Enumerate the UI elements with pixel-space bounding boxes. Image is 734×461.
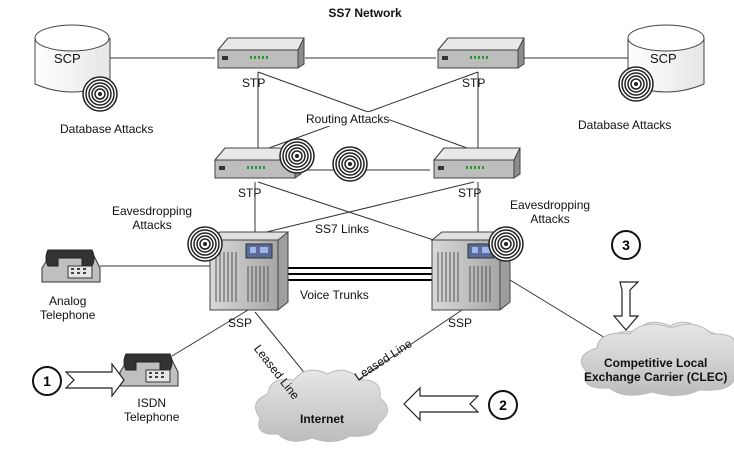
eavesdropping-ripple-left-icon: [187, 226, 223, 262]
analog-telephone-label: Analog Telephone: [40, 294, 96, 322]
stp-top-right-icon: [437, 37, 525, 69]
voice-trunks-line: [278, 267, 434, 281]
routing-attacks-label: Routing Attacks: [306, 112, 390, 126]
database-attacks-right-label: Database Attacks: [578, 118, 672, 132]
internet-label: Internet: [300, 412, 345, 426]
clec-label: Competitive Local Exchange Carrier (CLEC…: [584, 356, 728, 384]
database-attack-ripple-left-icon: [82, 76, 118, 112]
database-attacks-left-label: Database Attacks: [60, 122, 154, 136]
stp-mid-right-icon: [433, 147, 521, 179]
isdn-telephone-icon: [119, 353, 179, 387]
stp-top-left-label: STP: [242, 76, 266, 90]
diagram-title: SS7 Network: [328, 6, 402, 20]
arrow-3-icon: [612, 281, 640, 331]
voice-trunks-label: Voice Trunks: [300, 288, 369, 302]
arrow-2-icon: [403, 386, 480, 422]
routing-attack-ripple-left-icon: [279, 138, 315, 174]
ssp-left-label: SSP: [228, 316, 253, 330]
ss7-links-label: SS7 Links: [315, 222, 370, 236]
marker-1: 1: [32, 366, 62, 396]
stp-mid-right-label: STP: [458, 186, 482, 200]
isdn-telephone-label: ISDN Telephone: [124, 396, 180, 424]
database-attack-ripple-right-icon: [618, 66, 654, 102]
scp-left-database: [34, 24, 111, 93]
arrow-1-icon: [64, 362, 125, 398]
scp-left-label: SCP: [54, 51, 81, 66]
marker-3: 3: [611, 230, 641, 260]
eavesdropping-right-label: Eavesdropping Attacks: [510, 198, 591, 226]
analog-telephone-icon: [41, 249, 101, 283]
marker-2: 2: [488, 390, 518, 420]
stp-mid-left-label: STP: [238, 186, 262, 200]
stp-top-right-label: STP: [462, 76, 486, 90]
scp-right-label: SCP: [650, 51, 677, 66]
ssp-right-label: SSP: [448, 316, 473, 330]
stp-top-left-icon: [217, 37, 305, 69]
routing-attack-ripple-right-icon: [332, 146, 368, 182]
eavesdropping-left-label: Eavesdropping Attacks: [112, 204, 193, 232]
eavesdropping-ripple-right-icon: [488, 226, 524, 262]
